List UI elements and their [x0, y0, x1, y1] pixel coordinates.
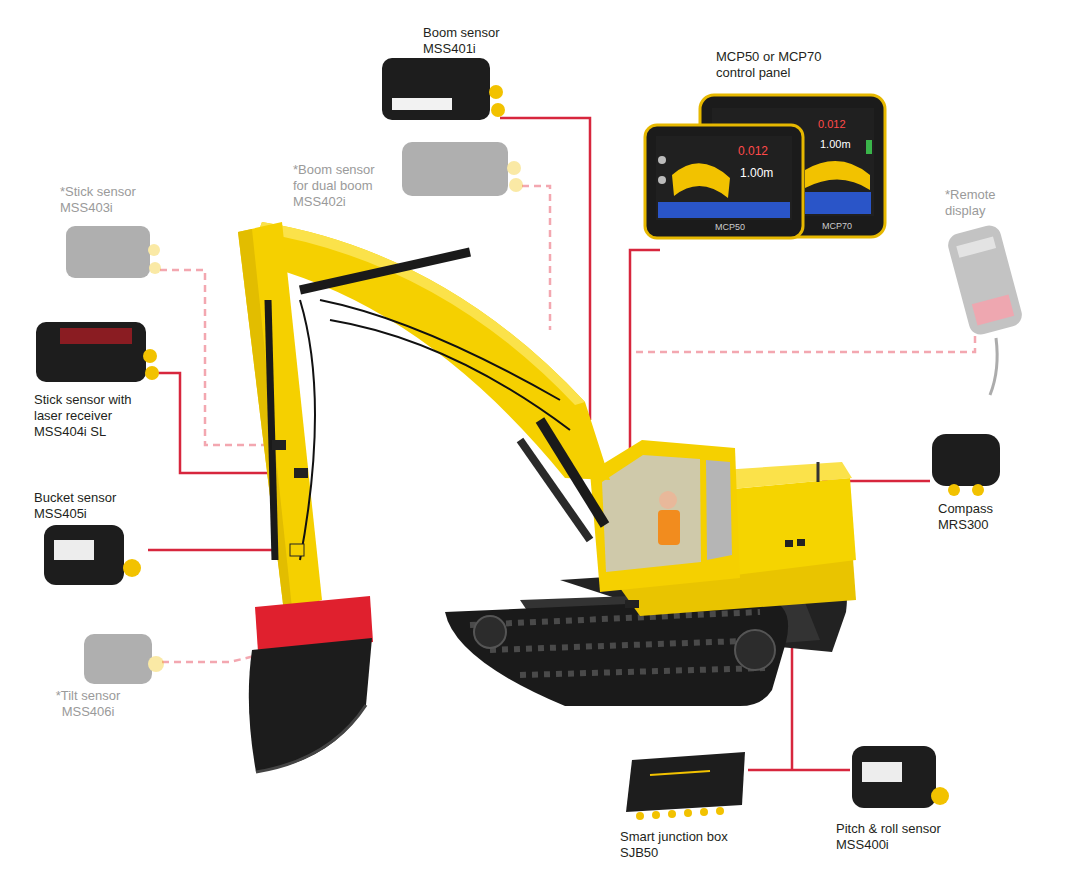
sensor-image	[852, 746, 949, 808]
sensor-image	[402, 142, 523, 196]
bucket	[249, 596, 373, 772]
sensor-image	[44, 525, 141, 585]
leader-line	[522, 186, 550, 330]
panel-model: MCP50	[715, 222, 765, 233]
cab	[590, 440, 740, 592]
part-label: Pitch & roll sensor MSS400i	[836, 821, 962, 853]
leader-line	[634, 336, 975, 352]
screen-readout: 0.012	[818, 118, 868, 131]
optional-part-label: *Stick sensor MSS403i	[60, 184, 152, 216]
part-label: Stick sensor with laser receiver MSS404i…	[34, 392, 150, 440]
remote-display-image	[945, 223, 1024, 395]
sensor-image	[84, 634, 164, 684]
part-label: MCP50 or MCP70 control panel	[716, 49, 828, 81]
optional-part-label: *Tilt sensor MSS406i	[48, 688, 128, 720]
screen-readout: 0.012	[738, 144, 788, 159]
part-label: Boom sensor MSS401i	[423, 25, 505, 57]
stick	[238, 222, 322, 612]
optional-part-label: *Remote display	[945, 187, 1009, 219]
panel-model: MCP70	[822, 221, 872, 232]
screen-readout: 1.00m	[820, 138, 870, 151]
optional-part-label: *Boom sensor for dual boom MSS402i	[293, 162, 385, 210]
sensor-image	[66, 226, 161, 278]
control-panel-image	[645, 95, 885, 238]
part-label: Bucket sensor MSS405i	[34, 490, 130, 522]
compass-image	[932, 434, 1000, 496]
part-label: Compass MRS300	[938, 501, 1004, 533]
screen-readout: 1.00m	[740, 166, 790, 181]
part-label: Smart junction box SJB50	[620, 829, 744, 861]
junction-box-image	[626, 752, 745, 820]
sensor-image	[382, 58, 505, 120]
sensor-image	[36, 322, 159, 382]
